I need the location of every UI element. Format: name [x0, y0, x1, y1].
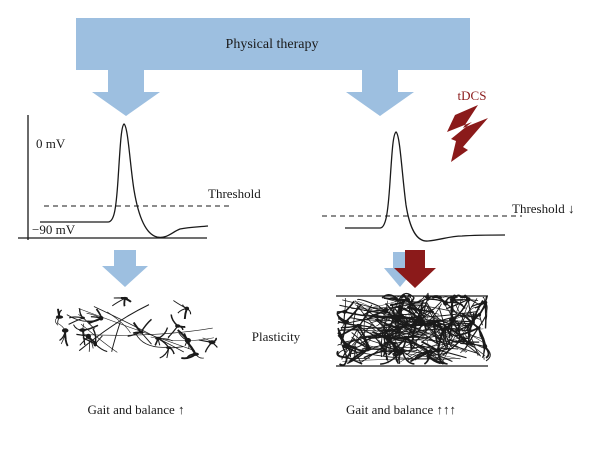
dense-network-soma	[342, 310, 347, 314]
dense-network-soma	[426, 296, 430, 301]
sparse-network-soma	[79, 328, 86, 332]
sparse-network-soma	[62, 328, 69, 332]
plasticity-label: Plasticity	[252, 329, 301, 344]
dense-network-dendrite	[345, 298, 346, 312]
dense-network-dendrite	[478, 316, 486, 328]
sparse-network-fiber	[112, 322, 121, 352]
sparse-network-dendrite	[158, 328, 167, 339]
zero-mv-label: 0 mV	[36, 136, 66, 151]
sparse-network-soma	[122, 297, 128, 300]
sparse-network-soma	[209, 340, 216, 344]
threshold-left-label: Threshold	[208, 186, 261, 201]
physical-therapy-label: Physical therapy	[226, 37, 319, 52]
minus90-mv-label: −90 mV	[32, 222, 76, 237]
left-lower-down-arrow-icon	[102, 250, 148, 287]
physical-therapy-banner	[76, 18, 470, 116]
sparse-network-soma	[185, 307, 190, 311]
lightning-bolt-icon	[447, 105, 488, 162]
sparse-network-soma	[82, 317, 85, 320]
sparse-network-fiber	[82, 328, 212, 335]
threshold-right-label: Threshold ↓	[512, 201, 574, 216]
dense-network-soma	[443, 300, 448, 305]
sparse-network-soma	[175, 324, 180, 327]
dense-network-soma	[345, 355, 348, 359]
sparse-network-soma	[166, 346, 171, 349]
outcome-left-label: Gait and balance ↑	[87, 402, 184, 417]
dense-network-soma	[466, 297, 471, 302]
right-action-potential	[322, 132, 522, 241]
tdcs-label: tDCS	[458, 88, 487, 103]
dense-network-soma	[476, 326, 480, 329]
dense-network-soma	[483, 301, 487, 305]
sparse-network-soma	[56, 315, 63, 318]
dense-network-soma	[483, 344, 487, 349]
dense-neuron-network	[337, 293, 490, 365]
sparse-neuron-network	[55, 297, 217, 358]
sparse-network-dendrite	[171, 315, 178, 327]
sparse-network-dendrite	[95, 344, 107, 352]
right-spike-trace	[345, 132, 505, 241]
sparse-network-dendrite	[168, 326, 178, 339]
dense-network-soma	[353, 346, 357, 349]
sparse-network-soma	[192, 353, 199, 356]
outcome-right-label: Gait and balance ↑↑↑	[346, 402, 456, 417]
sparse-network-dendrite	[112, 298, 125, 306]
